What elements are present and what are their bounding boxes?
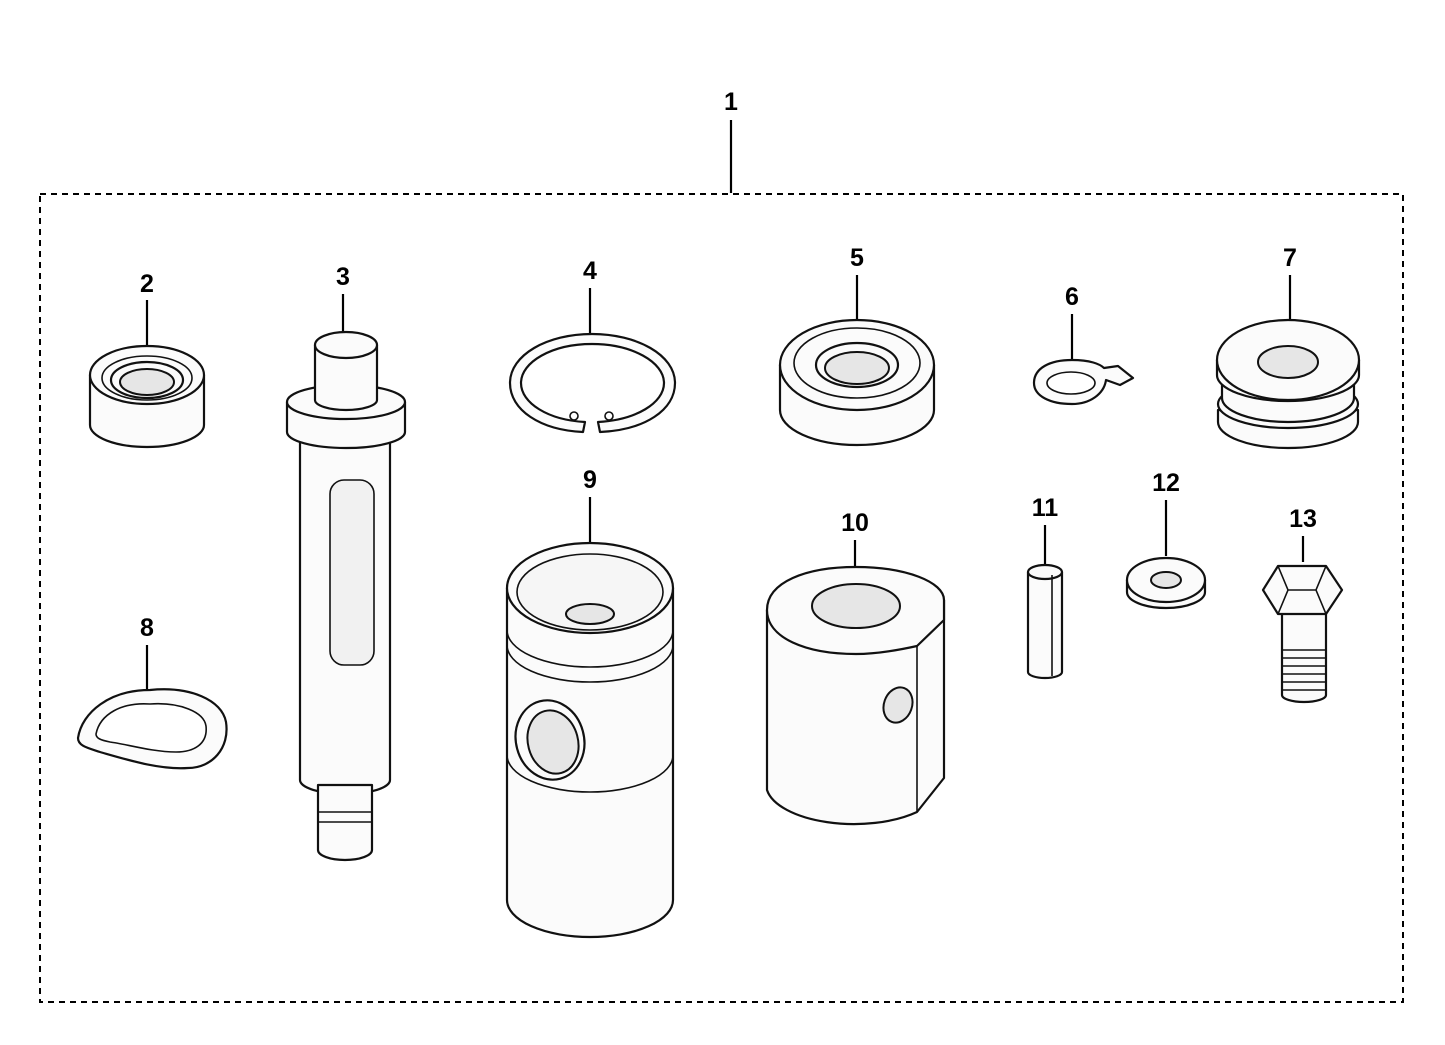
grooved-bushing-icon[interactable]: 7 — [1215, 244, 1361, 450]
roll-pin-icon[interactable]: 11 — [1026, 494, 1064, 680]
retaining-ring-icon[interactable]: 4 — [508, 257, 677, 434]
wave-washer-icon[interactable]: 8 — [76, 614, 228, 770]
callout-6: 6 — [1065, 283, 1079, 311]
callout-11: 11 — [1032, 494, 1059, 522]
callout-7: 7 — [1283, 244, 1297, 272]
ball-bearing-small-icon[interactable]: 2 — [88, 270, 206, 449]
ball-bearing-large-icon[interactable]: 5 — [778, 244, 936, 447]
callout-8: 8 — [140, 614, 154, 642]
callout-4: 4 — [583, 257, 597, 285]
lock-washer-icon[interactable]: 6 — [1032, 283, 1135, 406]
hex-bolt-icon[interactable]: 13 — [1261, 505, 1344, 704]
callout-12: 12 — [1152, 469, 1180, 497]
callout-5: 5 — [850, 244, 864, 272]
kit-boundary — [39, 193, 1404, 1003]
shaft-icon[interactable]: 3 — [285, 263, 407, 862]
callout-2: 2 — [140, 270, 154, 298]
callout-10: 10 — [841, 509, 869, 537]
callout-13: 13 — [1289, 505, 1317, 533]
cylinder-sleeve-icon[interactable]: 9 — [505, 466, 675, 939]
callout-3: 3 — [336, 263, 350, 291]
callout-9: 9 — [583, 466, 597, 494]
kit-group: 1 — [39, 88, 1404, 1003]
eccentric-block-icon[interactable]: 10 — [765, 509, 946, 826]
flat-washer-icon[interactable]: 12 — [1125, 469, 1207, 610]
callout-1[interactable]: 1 — [724, 88, 738, 116]
